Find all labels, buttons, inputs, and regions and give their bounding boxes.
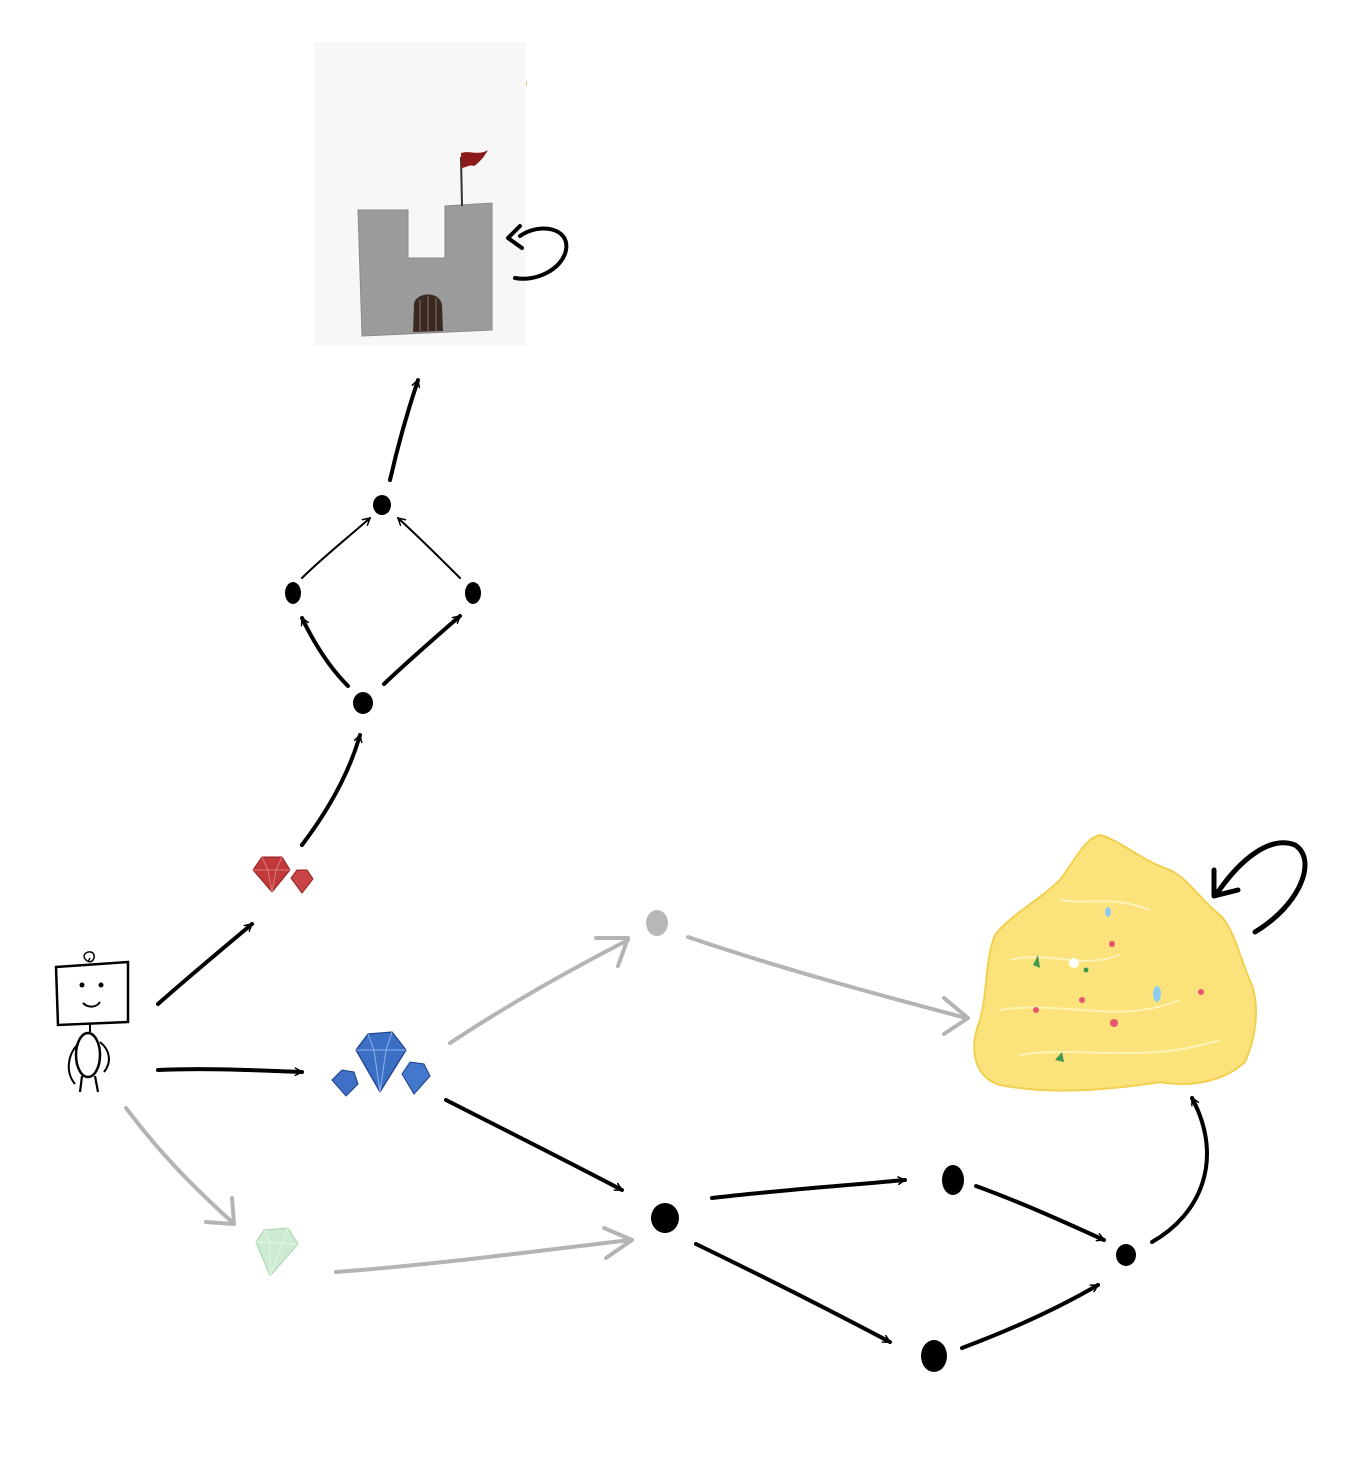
emerald-gem-icon (255, 1227, 299, 1277)
arrow-mid-to-left (300, 616, 350, 688)
state-node-merge (1116, 1244, 1136, 1266)
ruby-gems-icon (252, 856, 314, 894)
arrow-upper-to-merge (974, 1184, 1106, 1242)
state-node-faded (646, 910, 668, 936)
arrow-sapphire-to-hub (444, 1098, 624, 1192)
lower-path-arrows (444, 1096, 1209, 1350)
arrow-lower-to-merge (960, 1283, 1100, 1350)
arrow-ruby-to-mid (300, 733, 360, 847)
castle-gate (413, 294, 443, 332)
state-node-lower (921, 1340, 947, 1372)
arrow-emerald-to-lower-node-head (602, 1226, 634, 1260)
arrow-robot-to-sapphire (156, 1067, 304, 1072)
arrow-robot-to-emerald-head (204, 1196, 236, 1226)
arrow-upper-left-to-top (301, 518, 370, 579)
loop-arrowhead (506, 224, 524, 250)
arrow-merge-to-treasure (1150, 1096, 1209, 1244)
arrow-sapphire-to-faded-node-head (594, 936, 630, 968)
arrow-faded-node-to-treasure (686, 935, 968, 1020)
lower-nodes (651, 1165, 1136, 1372)
state-node-right (465, 582, 481, 604)
self-loop-arrow-icon (513, 226, 569, 281)
arrow-emerald-to-lower-node (334, 1238, 632, 1274)
state-node-left (285, 582, 301, 604)
castle-icon (314, 42, 526, 346)
state-node-upper (942, 1165, 964, 1195)
upper-path-arrows (300, 378, 462, 847)
state-node-hub (651, 1203, 679, 1233)
robot-agent-icon (54, 951, 130, 1093)
self-loop-arrow-icon (1215, 840, 1308, 935)
sapphire-gems-icon (331, 1031, 431, 1097)
arrow-sapphire-to-faded-node (448, 938, 630, 1045)
gold-treasure-pile-icon (973, 833, 1257, 1092)
upper-nodes (285, 495, 481, 714)
arrow-to-castle (388, 378, 418, 482)
arrow-hub-to-upper (710, 1180, 907, 1200)
arrow-hub-to-lower (694, 1242, 892, 1344)
arrow-faded-node-to-treasure-head (942, 996, 970, 1036)
state-node-mid (353, 692, 373, 714)
state-node-top (373, 495, 391, 515)
arrow-robot-to-emerald (124, 1106, 234, 1224)
arrow-mid-to-right (382, 614, 462, 686)
arrow-upper-right-to-top (398, 518, 461, 579)
arrow-robot-to-ruby (156, 922, 254, 1006)
loop-arrowhead (1211, 867, 1241, 899)
castle-flag-icon (460, 150, 488, 207)
